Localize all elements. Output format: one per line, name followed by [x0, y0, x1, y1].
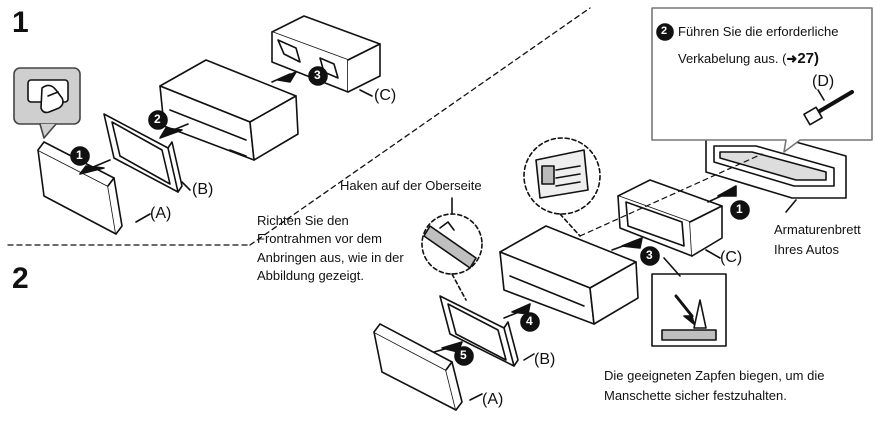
part-label-c-step2: (C) [720, 249, 743, 266]
dashboard-label-line1: Armaturenbrett [774, 222, 861, 237]
badge-s2-1-text: 1 [736, 202, 743, 216]
badge-s1-3 [308, 66, 328, 86]
badge-s1-1 [70, 146, 90, 166]
trim-frame-b-step2 [439, 295, 519, 367]
dashboard-label-line2: Ihres Autos [774, 241, 840, 257]
page-ref-number: 27) [797, 50, 819, 67]
trim-frame-b-step1 [103, 113, 183, 193]
head-unit-step2 [499, 225, 639, 325]
align-line-4: Abbildung gezeigt. [257, 268, 364, 284]
page-ref-arrow-icon: ➜ [786, 51, 798, 66]
part-label-a-step2: (A) [482, 391, 504, 408]
dashboard-label: Armaturenbrett Ihres Autos [774, 220, 861, 259]
wiring-callout-line1: Führen Sie die erforderliche [678, 24, 839, 39]
arrow-s2-4 [503, 303, 531, 319]
align-line-2: Frontrahmen vor dem [257, 231, 382, 247]
badge-s2-4-text: 4 [526, 314, 533, 328]
hand-press-icon [13, 67, 81, 139]
badge-s2-5-text: 5 [460, 348, 467, 362]
arrow-s2-1 [707, 185, 737, 203]
badge-s2-5 [454, 346, 474, 366]
badge-s2-4 [520, 312, 540, 332]
step-number-1: 1 [12, 6, 29, 39]
part-label-c-step1: (C) [374, 87, 397, 104]
section-divider-diagonal [249, 7, 591, 246]
faceplate-a-step2 [373, 323, 463, 411]
connector-detail-circle [523, 137, 601, 215]
tab-bend-detail [651, 273, 727, 347]
tabs-instruction: Die geeigneten Zapfen biegen, um die Man… [604, 366, 824, 406]
part-label-d: (D) [812, 73, 835, 90]
badge-callout-2 [656, 23, 674, 41]
align-instruction: Richten Sie den Frontrahmen vor dem Anbr… [257, 212, 404, 286]
part-label-b-step1: (B) [192, 181, 214, 198]
step-number-2: 2 [12, 262, 29, 295]
badge-s2-3-text: 3 [646, 248, 653, 262]
arrow-s1-3 [271, 71, 297, 83]
wiring-callout-line2-text: Verkabelung aus. ( [678, 51, 787, 66]
sleeve-c-step1 [271, 15, 381, 93]
hook-label: Haken auf der Oberseite [340, 178, 482, 193]
part-label-b-step2: (B) [534, 351, 556, 368]
dashboard-slot [705, 131, 847, 199]
badge-s1-2 [148, 110, 168, 130]
arrow-s1-1 [79, 159, 111, 175]
align-line-3: Anbringen aus, wie in der [257, 249, 404, 265]
tabs-line-2: Manschette sicher festzuhalten. [604, 388, 787, 404]
badge-s1-3-text: 3 [314, 68, 321, 82]
arrow-s1-2 [159, 123, 189, 139]
tabs-line-1: Die geeigneten Zapfen biegen, um die [604, 368, 825, 383]
head-unit-step1 [159, 59, 299, 161]
badge-s1-2-text: 2 [154, 112, 161, 126]
align-line-1: Richten Sie den [257, 213, 349, 228]
badge-s2-3 [640, 246, 660, 266]
badge-s1-1-text: 1 [76, 148, 83, 162]
arrow-s2-3 [611, 237, 643, 251]
hook-detail-circle [421, 213, 483, 275]
wiring-callout-line2: Verkabelung aus. (➜27) [678, 50, 819, 69]
badge-s2-1 [730, 200, 750, 220]
part-label-a-step1: (A) [150, 205, 172, 222]
sleeve-c-step2 [617, 179, 723, 257]
badge-callout-2-text: 2 [661, 25, 668, 37]
wiring-callout-box [651, 7, 873, 153]
